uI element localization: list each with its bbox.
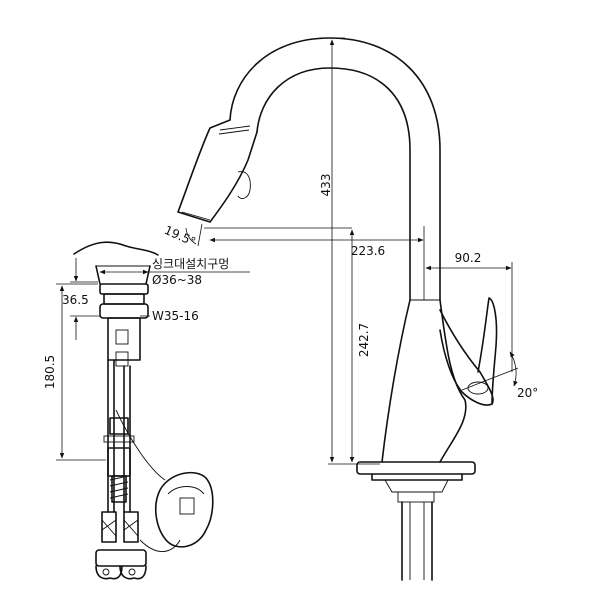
height-under-spout-label: 242.7 xyxy=(357,323,371,357)
mounting-assembly xyxy=(95,283,181,580)
height-433-dimension: 433 xyxy=(319,37,380,465)
spray-angle-dimension: 19.5° xyxy=(162,223,203,249)
height-433-label: 433 xyxy=(319,174,333,197)
handle-angle-label: 20° xyxy=(517,386,538,400)
counter-section xyxy=(73,241,159,285)
handle-angle-dimension: 20° xyxy=(461,351,538,400)
deck-thickness-label: 36.5 xyxy=(62,293,89,307)
shank-length-label: 180.5 xyxy=(43,355,57,389)
spout-reach-label: 223.6 xyxy=(351,244,385,258)
height-under-spout-dimension: 242.7 xyxy=(349,229,371,463)
spout-reach-dimension: 223.6 xyxy=(204,226,425,300)
spray-angle-label: 19.5° xyxy=(162,223,198,249)
sink-hole-label: 싱크대설치구멍 xyxy=(152,257,229,271)
handle-offset-dimension: 90.2 xyxy=(425,251,513,372)
shank-length-dimension: 180.5 xyxy=(43,283,106,461)
thread-annotation: W35-16 xyxy=(140,309,199,323)
deck-thickness-dimension: 36.5 xyxy=(62,258,100,340)
solenoid-box-icon xyxy=(154,471,214,548)
faucet-body xyxy=(177,37,498,581)
hole-diameter-label: Ø36~38 xyxy=(152,273,202,287)
sink-hole-annotation: 싱크대설치구멍 Ø36~38 xyxy=(99,257,250,287)
thread-spec-label: W35-16 xyxy=(152,309,199,323)
handle-offset-label: 90.2 xyxy=(455,251,482,265)
